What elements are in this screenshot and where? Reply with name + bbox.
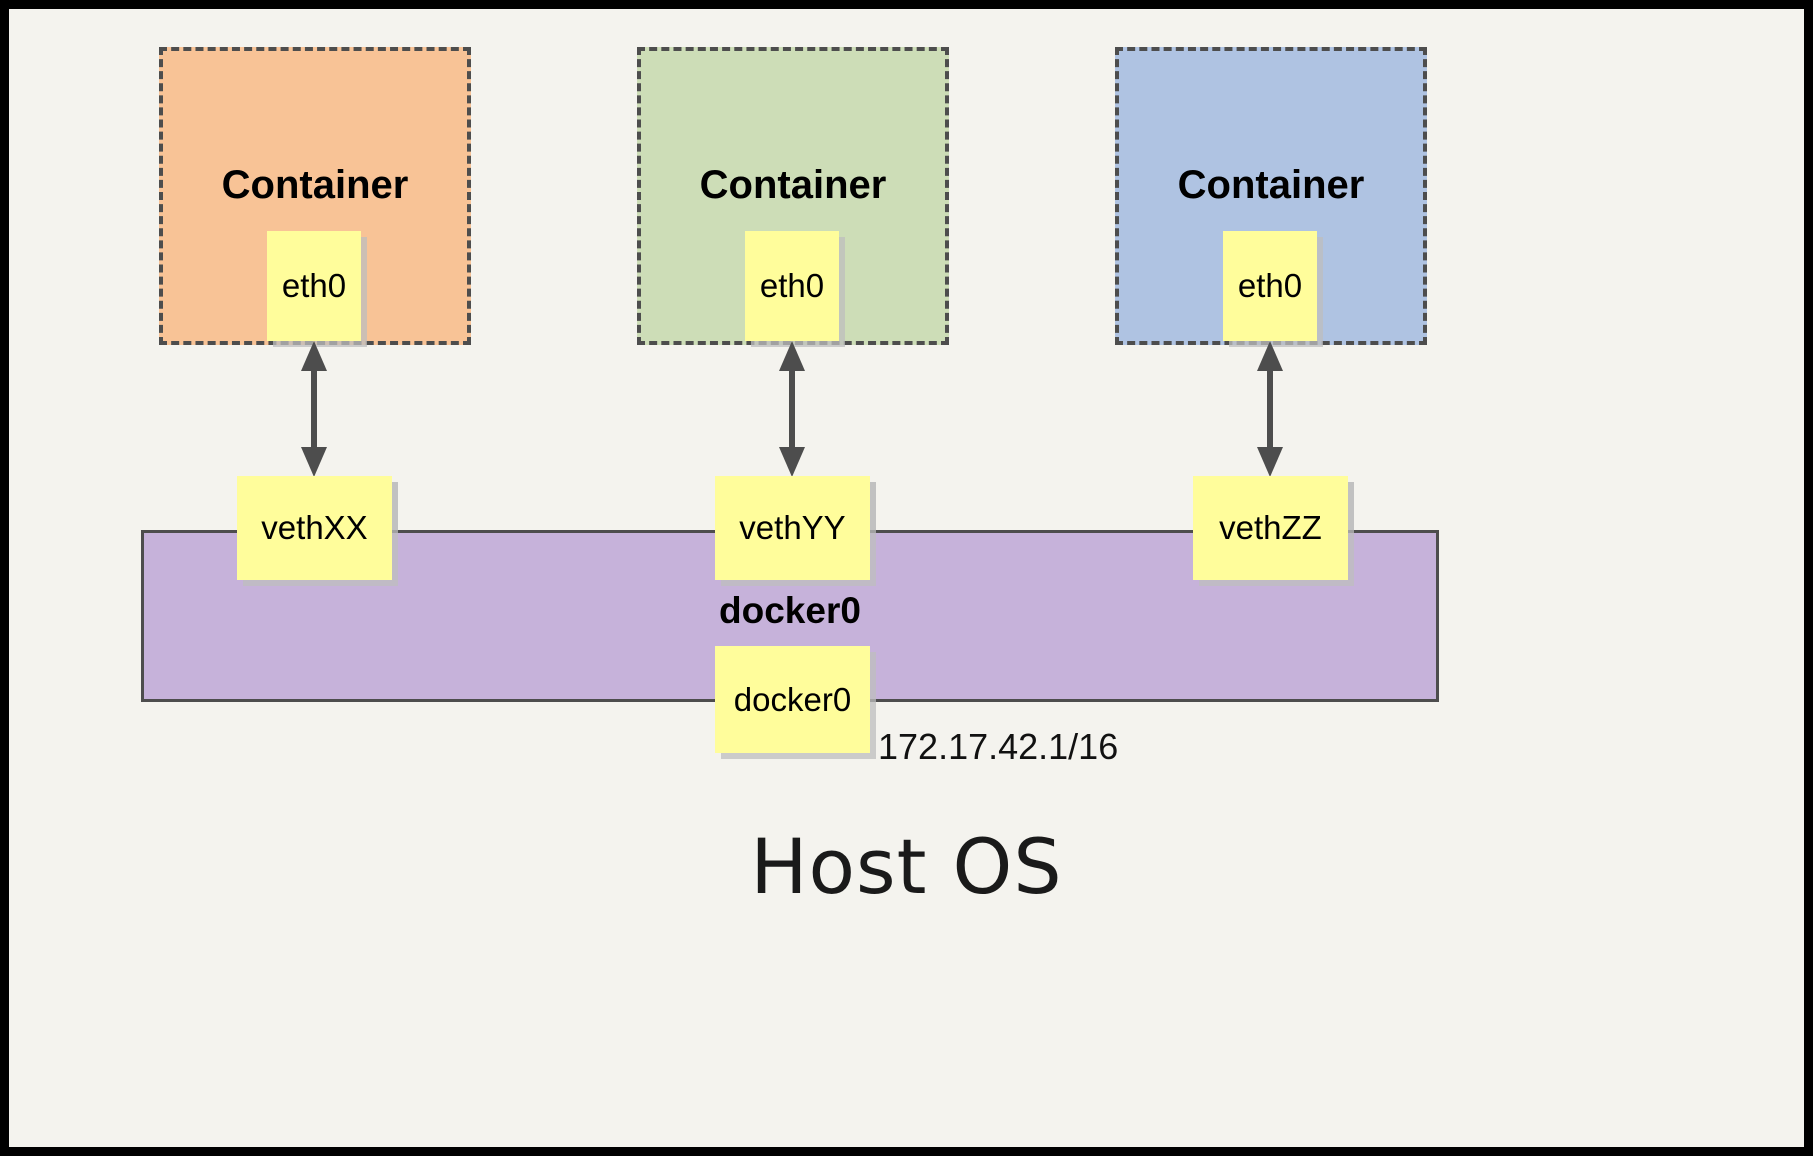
veth-note-2-overlay: vethYY [715, 476, 870, 580]
container-title-3: Container [1177, 163, 1365, 207]
container-title-1: Container [221, 163, 409, 207]
container-title-2: Container [699, 163, 887, 207]
diagram-canvas: Container eth0 vethXX Container eth0 vet… [9, 9, 1804, 1147]
docker0-bar-label: docker0 [719, 590, 861, 631]
link-arrow-3 [1257, 341, 1283, 477]
eth0-note-2: eth0 [745, 231, 839, 341]
link-arrow-1 [301, 341, 327, 477]
host-os-title: Host OS [750, 822, 1063, 911]
link-arrow-2 [779, 341, 805, 477]
veth-note-1-overlay: vethXX [237, 476, 392, 580]
docker0-interface-note: docker0 [715, 646, 870, 753]
eth0-note-1: eth0 [267, 231, 361, 341]
eth0-note-3: eth0 [1223, 231, 1317, 341]
veth-note-3-overlay: vethZZ [1193, 476, 1348, 580]
docker0-ip-label: 172.17.42.1/16 [878, 726, 1119, 767]
